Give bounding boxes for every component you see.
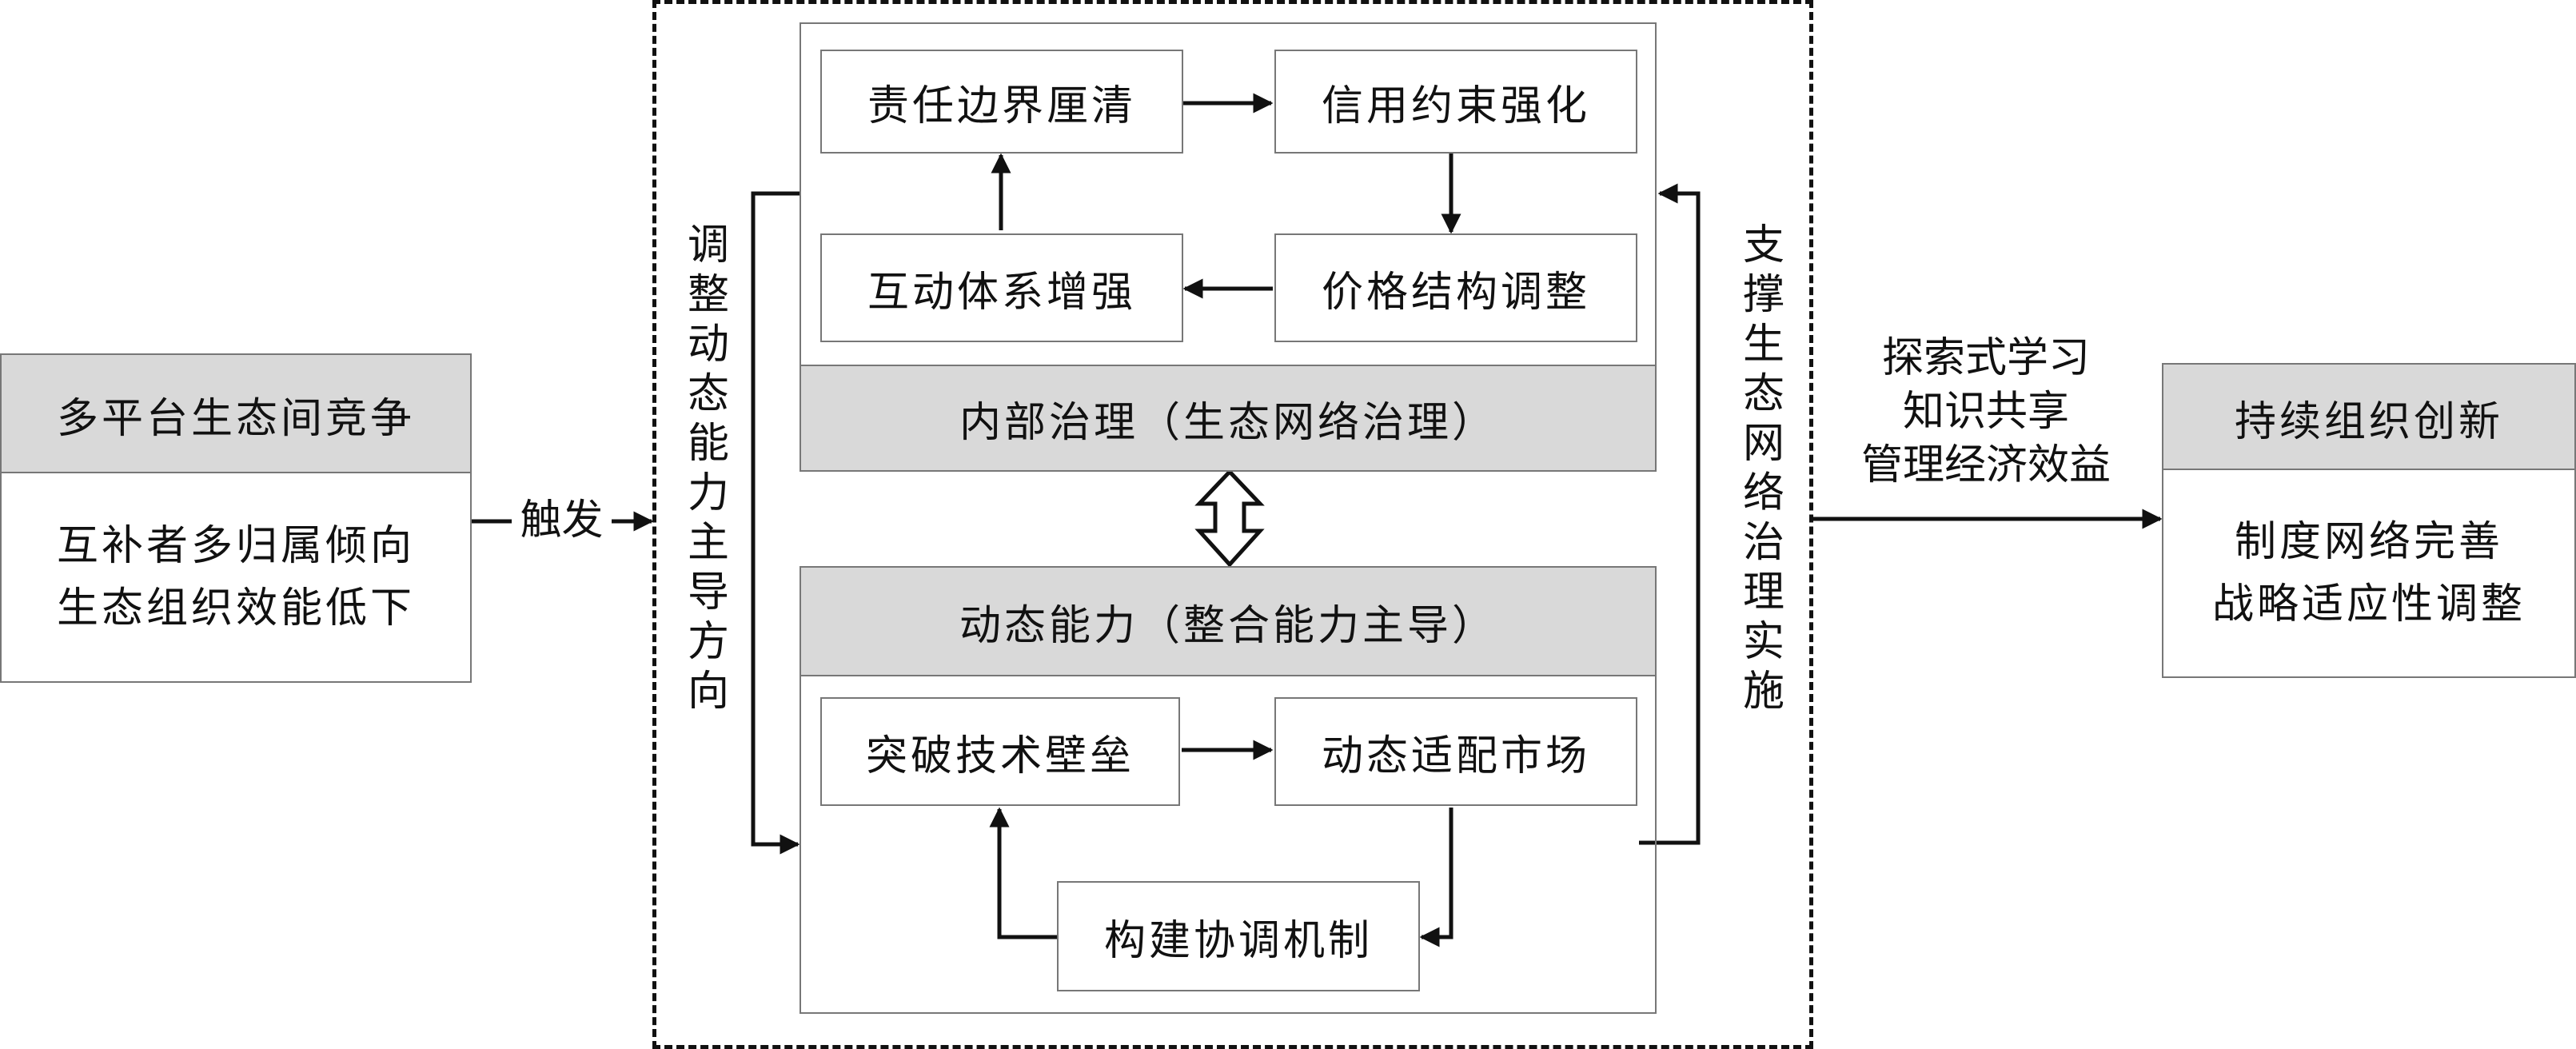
box-breakthrough: 突破技术壁垒: [820, 697, 1180, 806]
governance-title: 内部治理（生态网络治理）: [959, 398, 1497, 447]
trigger-label: 触发: [520, 497, 604, 544]
box-responsibility: 责任边界厘清: [820, 50, 1183, 154]
right-header-box: 持续组织创新: [2162, 363, 2576, 472]
box-price: 价格结构调整: [1274, 233, 1637, 342]
text-responsibility: 责任边界厘清: [867, 82, 1136, 130]
text-price: 价格结构调整: [1321, 268, 1590, 317]
double-arrow-icon: [1194, 469, 1265, 568]
arrow-adapt-to-coordinate: [1419, 808, 1453, 947]
capability-title: 动态能力（整合能力主导）: [959, 601, 1497, 650]
text-breakthrough: 突破技术壁垒: [865, 732, 1134, 780]
right-line-1: 制度网络完善: [2234, 518, 2503, 566]
left-content-box: 互补者多归属倾向 生态组织效能低下: [0, 472, 472, 683]
text-interaction: 互动体系增强: [867, 268, 1136, 317]
dashed-frame: [652, 0, 1813, 1049]
right-label-3: 管理经济效益: [1860, 441, 2111, 489]
arrow-coordinate-to-breakthrough: [989, 807, 1057, 939]
right-line-2: 战略适应性调整: [2211, 580, 2526, 628]
left-vertical-label: 调整动态能力主导方向: [687, 221, 729, 716]
arrow-right-feedback: [1639, 183, 1701, 845]
governance-title-bar: 内部治理（生态网络治理）: [800, 365, 1657, 472]
right-label-1: 探索式学习: [1881, 334, 2090, 382]
left-header-text: 多平台生态间竞争: [56, 394, 415, 443]
right-content-box: 制度网络完善 战略适应性调整: [2162, 469, 2576, 678]
left-header-box: 多平台生态间竞争: [0, 353, 472, 475]
right-label-2: 知识共享: [1902, 388, 2069, 436]
right-vertical-label: 支撑生态网络治理实施: [1742, 221, 1784, 716]
arrow-left-feedback: [751, 191, 800, 855]
text-adapt: 动态适配市场: [1321, 732, 1590, 780]
box-coordinate: 构建协调机制: [1057, 881, 1420, 991]
left-line-1: 互补者多归属倾向: [56, 522, 415, 570]
text-credit: 信用约束强化: [1321, 82, 1590, 130]
box-interaction: 互动体系增强: [820, 233, 1183, 342]
left-line-2: 生态组织效能低下: [56, 584, 415, 632]
box-credit: 信用约束强化: [1274, 50, 1637, 154]
text-coordinate: 构建协调机制: [1103, 916, 1373, 965]
box-adapt: 动态适配市场: [1274, 697, 1637, 806]
right-header-text: 持续组织创新: [2234, 397, 2503, 446]
capability-title-bar: 动态能力（整合能力主导）: [800, 566, 1657, 676]
